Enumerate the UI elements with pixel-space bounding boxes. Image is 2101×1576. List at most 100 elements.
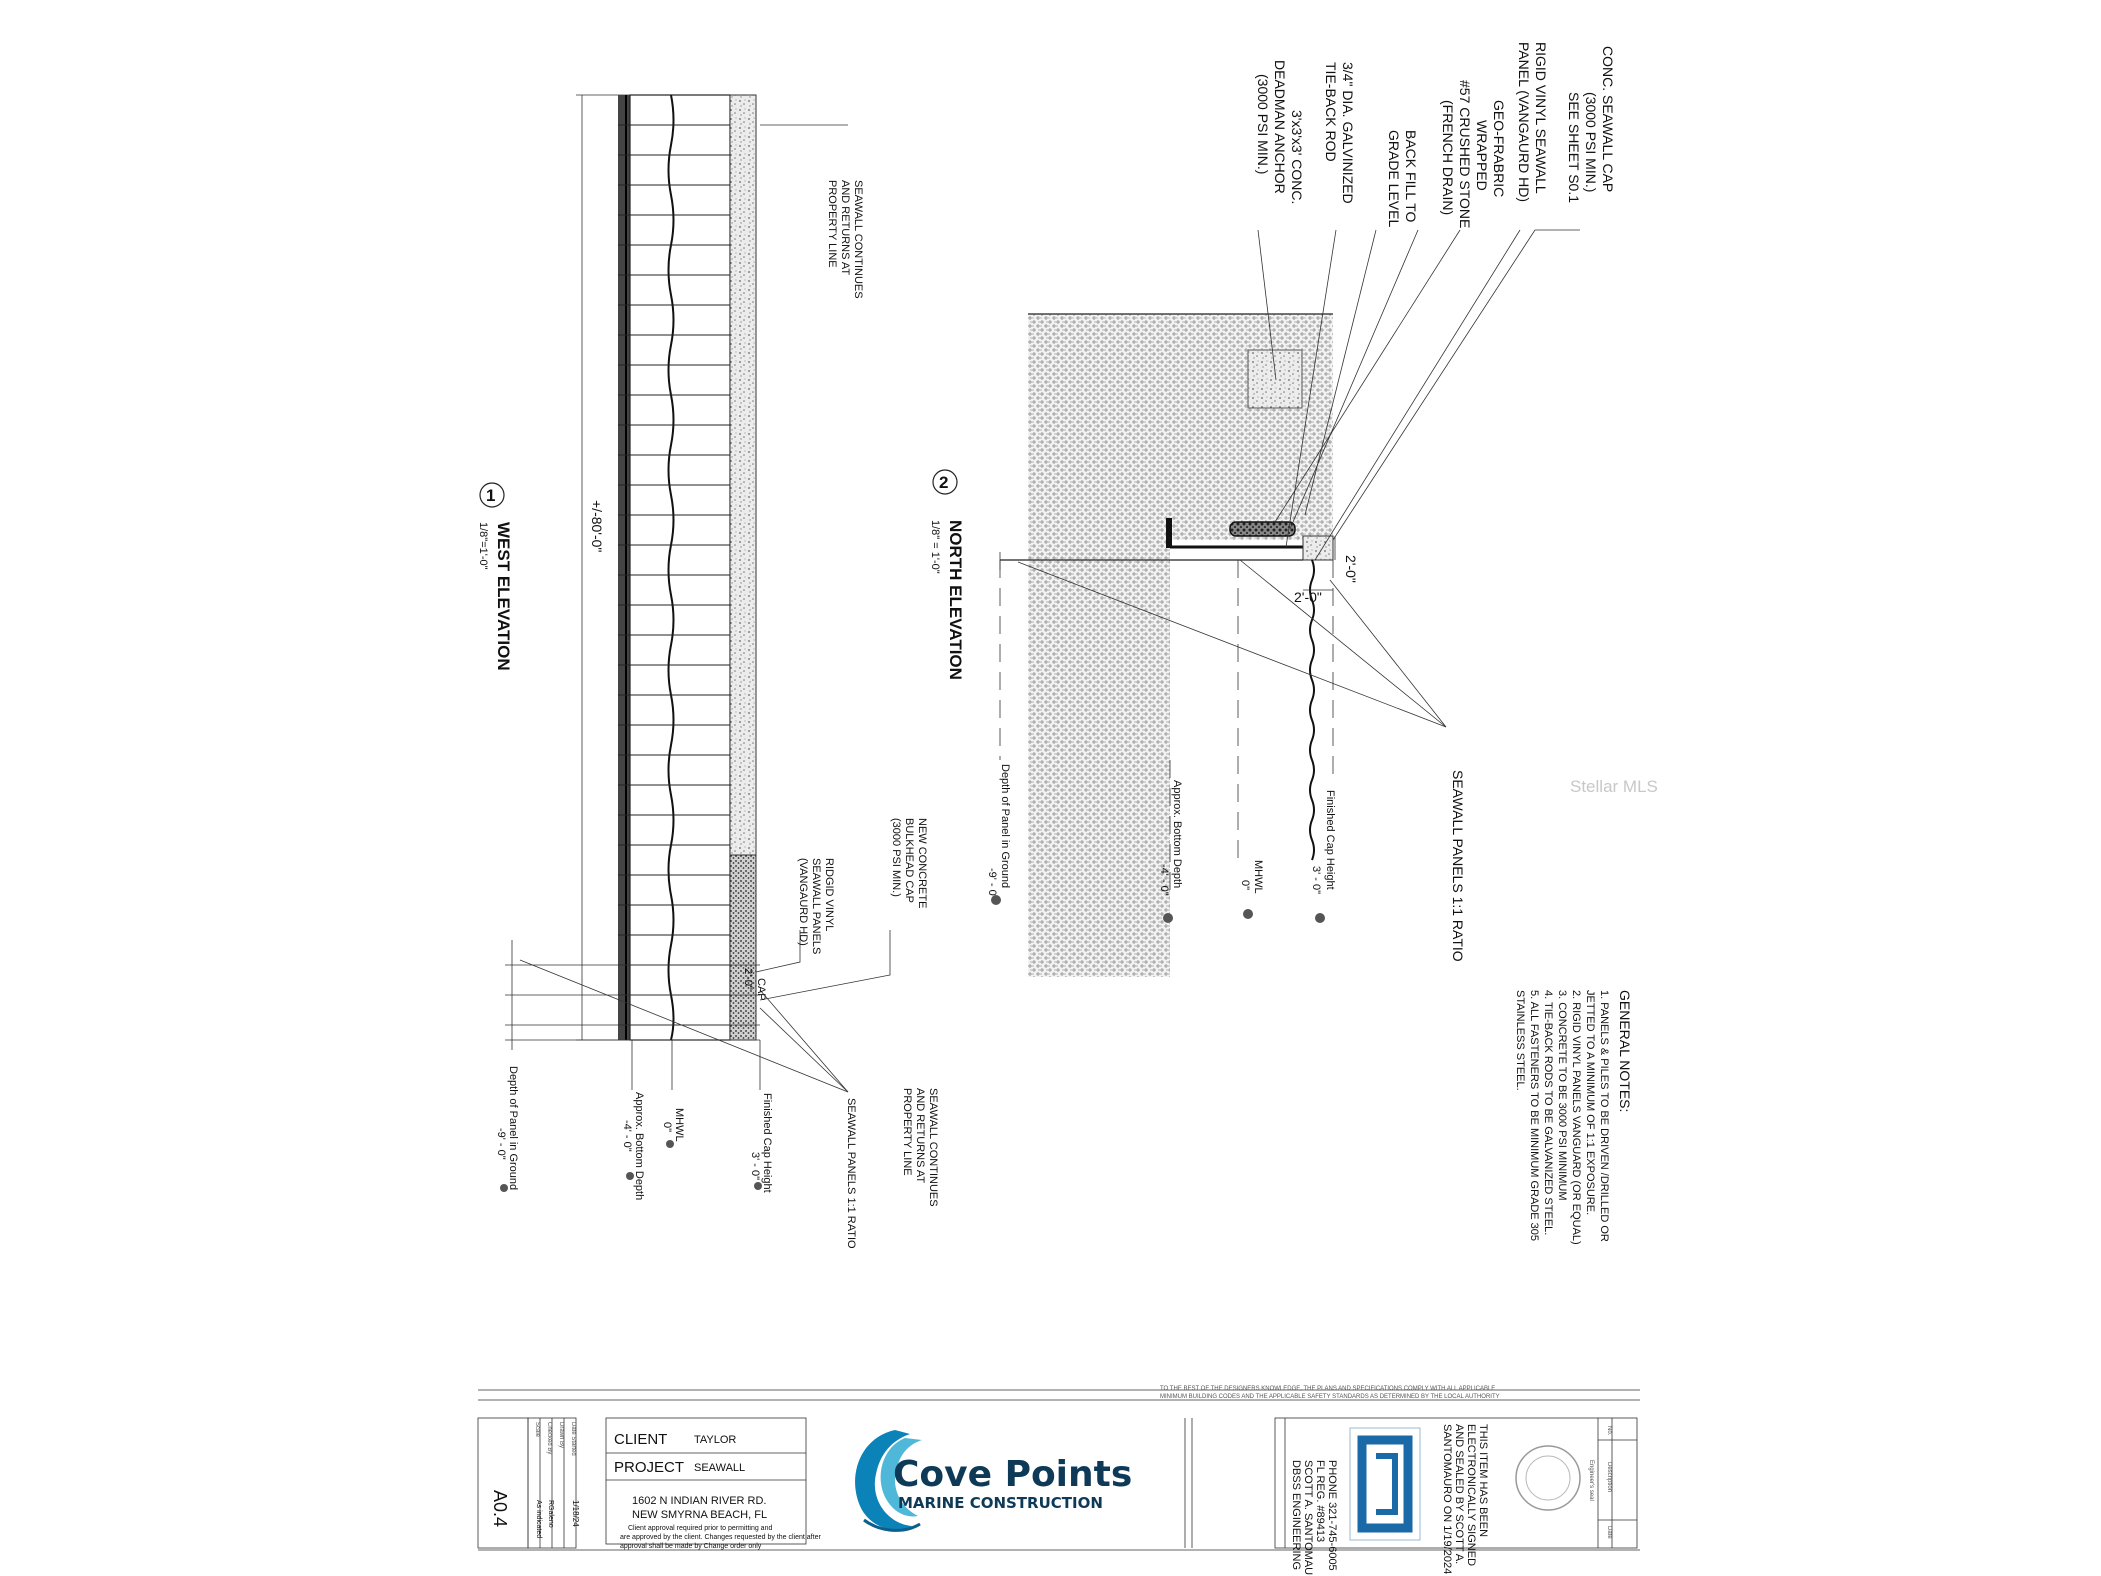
west-overall-dim: +/-80'-0" bbox=[589, 500, 605, 552]
west-scale: 1/8"=1'-0" bbox=[477, 522, 489, 570]
north-panels-ratio: SEAWALL PANELS 1:1 RATIO bbox=[1450, 770, 1466, 962]
north-finished-cap-label: Finished Cap Height bbox=[1324, 790, 1336, 890]
approval-line-3: approval shall be made by Change order o… bbox=[620, 1543, 762, 1550]
west-cap-dim: 2'-0" bbox=[742, 968, 754, 990]
meta-label-checked: Checked By bbox=[546, 1422, 552, 1454]
west-continues-top-3: PROPERTY LINE bbox=[826, 180, 838, 268]
west-panel-depth-value: -9' - 0" bbox=[495, 1128, 507, 1160]
west-cap-note-3: (3000 PSI MIN.) bbox=[890, 818, 902, 897]
west-continues-top-2: AND RETURNS AT bbox=[839, 180, 851, 275]
west-cap-dense bbox=[729, 854, 757, 1041]
west-panel-wave bbox=[667, 94, 675, 1041]
west-elevation-drawing bbox=[505, 94, 891, 1093]
west-panel-depth-label: Depth of Panel in Ground bbox=[507, 1066, 519, 1190]
callout-backfill-1: BACK FILL TO bbox=[1403, 130, 1419, 222]
general-note-line-6: 5. ALL FASTENERS TO BE MINIMUM GRADE 305 bbox=[1528, 990, 1540, 1241]
north-panel-depth-value: -9' - 0" bbox=[986, 868, 998, 900]
general-notes: GENERAL NOTES: 1. PANELS & PILES TO BE D… bbox=[1514, 990, 1633, 1245]
north-seabed-soil bbox=[1028, 540, 1170, 977]
callout-panel-2: PANEL (VANGAURD HD) bbox=[1516, 42, 1532, 202]
callout-backfill-2: GRADE LEVEL bbox=[1386, 130, 1402, 227]
west-number-circle bbox=[479, 482, 505, 508]
general-note-line-5: 4. TIE-BACK RODS TO BE GALVANIZED STEEL. bbox=[1542, 990, 1554, 1235]
company-subtitle: MARINE CONSTRUCTION bbox=[898, 1494, 1103, 1512]
meta-value-scale: As indicated bbox=[535, 1500, 542, 1538]
north-panel-depth-marker bbox=[991, 895, 1001, 905]
west-panel-note-2: SEAWALL PANELS bbox=[810, 858, 822, 954]
engineer-line-3: FL REG. #89413 bbox=[1314, 1460, 1326, 1542]
callout-cap-1: CONC. SEAWALL CAP bbox=[1600, 46, 1616, 192]
west-panel-strip bbox=[629, 94, 731, 1041]
north-finished-cap-marker bbox=[1315, 913, 1325, 923]
north-title: NORTH ELEVATION bbox=[946, 520, 965, 680]
west-cap-note-1: NEW CONCRETE bbox=[916, 818, 928, 908]
west-number: 1 bbox=[486, 486, 495, 505]
north-finished-cap-value: 3' - 0" bbox=[1310, 866, 1322, 894]
approval-line-1: Client approval required prior to permit… bbox=[628, 1525, 772, 1532]
engineer-seal bbox=[1515, 1445, 1581, 1511]
north-wale-post bbox=[1166, 518, 1172, 548]
north-vinyl-panel bbox=[1309, 559, 1315, 861]
callout-cap-2: (3000 PSI MIN.) bbox=[1583, 92, 1599, 192]
engineer-line-2: SCOTT A. SANTOMAURO bbox=[1302, 1460, 1314, 1576]
engineer-line-1: DBSS ENGINEERING bbox=[1290, 1460, 1302, 1570]
west-lower-beam bbox=[618, 95, 630, 1040]
west-panel-depth-marker bbox=[500, 1184, 508, 1192]
sheet-id-box bbox=[477, 1417, 529, 1549]
north-bottom-depth-marker bbox=[1163, 913, 1173, 923]
north-bottom-depth-label: Approx. Bottom Depth bbox=[1171, 780, 1183, 888]
callout-stone-1: #57 CRUSHED STONE bbox=[1457, 80, 1473, 228]
callout-deadman-1: 3'x3'x3' CONC. bbox=[1289, 110, 1305, 204]
west-bottom-depth-label: Approx. Bottom Depth bbox=[633, 1092, 645, 1200]
west-bottom-depth-value: -4' - 0" bbox=[621, 1120, 633, 1152]
west-mhwl-marker bbox=[666, 1140, 674, 1148]
callout-panel-1: RIGID VINYL SEAWALL bbox=[1533, 42, 1549, 194]
callout-deadman-2: DEADMAN ANCHOR bbox=[1272, 60, 1288, 194]
west-finished-cap-value: 3' - 0" bbox=[749, 1152, 761, 1180]
client-project-box bbox=[605, 1417, 807, 1545]
client-name: TAYLOR bbox=[694, 1434, 736, 1446]
title-block: TO THE BEST OF THE DESIGNERS KNOWLEDGE, … bbox=[477, 1386, 1640, 1576]
rev-header-description: Description bbox=[1606, 1462, 1612, 1492]
west-title: WEST ELEVATION bbox=[494, 522, 513, 671]
west-mhwl-label: MHWL bbox=[673, 1108, 685, 1142]
west-panels-ratio: SEAWALL PANELS 1:1 RATIO bbox=[845, 1098, 857, 1249]
seal-text-1: THIS ITEM HAS BEEN bbox=[1477, 1424, 1489, 1537]
north-panel-depth-label: Depth of Panel in Ground bbox=[999, 764, 1011, 888]
west-panel-note-3: (VANGAURD HD) bbox=[797, 858, 809, 946]
address-line-1: 1602 N INDIAN RIVER RD. bbox=[632, 1495, 766, 1507]
callout-deadman-3: (3000 PSI MIN.) bbox=[1255, 74, 1271, 174]
meta-label-date: Date Started bbox=[570, 1422, 576, 1456]
stellar-watermark: Stellar MLS bbox=[1570, 777, 1658, 796]
west-continues-top-1: SEAWALL CONTINUES bbox=[852, 180, 864, 299]
west-continues-bottom-1: SEAWALL CONTINUES bbox=[927, 1088, 939, 1207]
west-continues-bottom-2: AND RETURNS AT bbox=[914, 1088, 926, 1183]
project-name: SEAWALL bbox=[694, 1462, 745, 1474]
north-elevation-section bbox=[999, 313, 1336, 977]
north-dim-cap-width: 2'-0" bbox=[1294, 589, 1322, 605]
west-bottom-depth-marker bbox=[626, 1172, 634, 1180]
engineer-box bbox=[1274, 1417, 1638, 1549]
north-number-circle bbox=[932, 469, 958, 495]
rev-header-date: Date bbox=[1606, 1526, 1612, 1539]
north-bottom-depth-value: -4' - 0" bbox=[1158, 864, 1170, 896]
callout-cap-3: SEE SHEET S0.1 bbox=[1566, 92, 1582, 203]
meta-label-drawn: Drawn By bbox=[558, 1422, 564, 1448]
north-scale: 1/8" = 1'-0" bbox=[929, 520, 941, 574]
general-note-line-7: STAINLESS STEEL. bbox=[1514, 990, 1526, 1091]
client-label: CLIENT bbox=[614, 1431, 667, 1448]
north-upland-soil bbox=[1028, 314, 1333, 540]
french-drain-stone bbox=[1229, 521, 1296, 537]
sheet-number: A0.4 bbox=[490, 1490, 510, 1527]
west-cap-note-2: BULKHEAD CAP bbox=[903, 818, 915, 903]
general-note-line-1: 1. PANELS & PILES TO BE DRIVEN /DRILLED … bbox=[1598, 990, 1610, 1242]
seal-text-3: AND SEALED BY SCOTT A. bbox=[1453, 1424, 1465, 1564]
north-elevation-labels: 2 NORTH ELEVATION 1/8" = 1'-0" SEAWALL P… bbox=[929, 469, 1466, 962]
west-elevation-labels: +/-80'-0" SEAWALL CONTINUES AND RETURNS … bbox=[477, 180, 939, 1249]
seal-text-4: SANTOMAURO ON 1/19/2024 bbox=[1441, 1424, 1453, 1574]
north-callouts: CONC. SEAWALL CAP (3000 PSI MIN.) SEE SH… bbox=[1255, 42, 1616, 605]
north-callout-leaders bbox=[1017, 229, 1580, 728]
approval-line-2: are approved by the client. Changes requ… bbox=[620, 1534, 821, 1541]
general-notes-title: GENERAL NOTES: bbox=[1617, 990, 1633, 1112]
